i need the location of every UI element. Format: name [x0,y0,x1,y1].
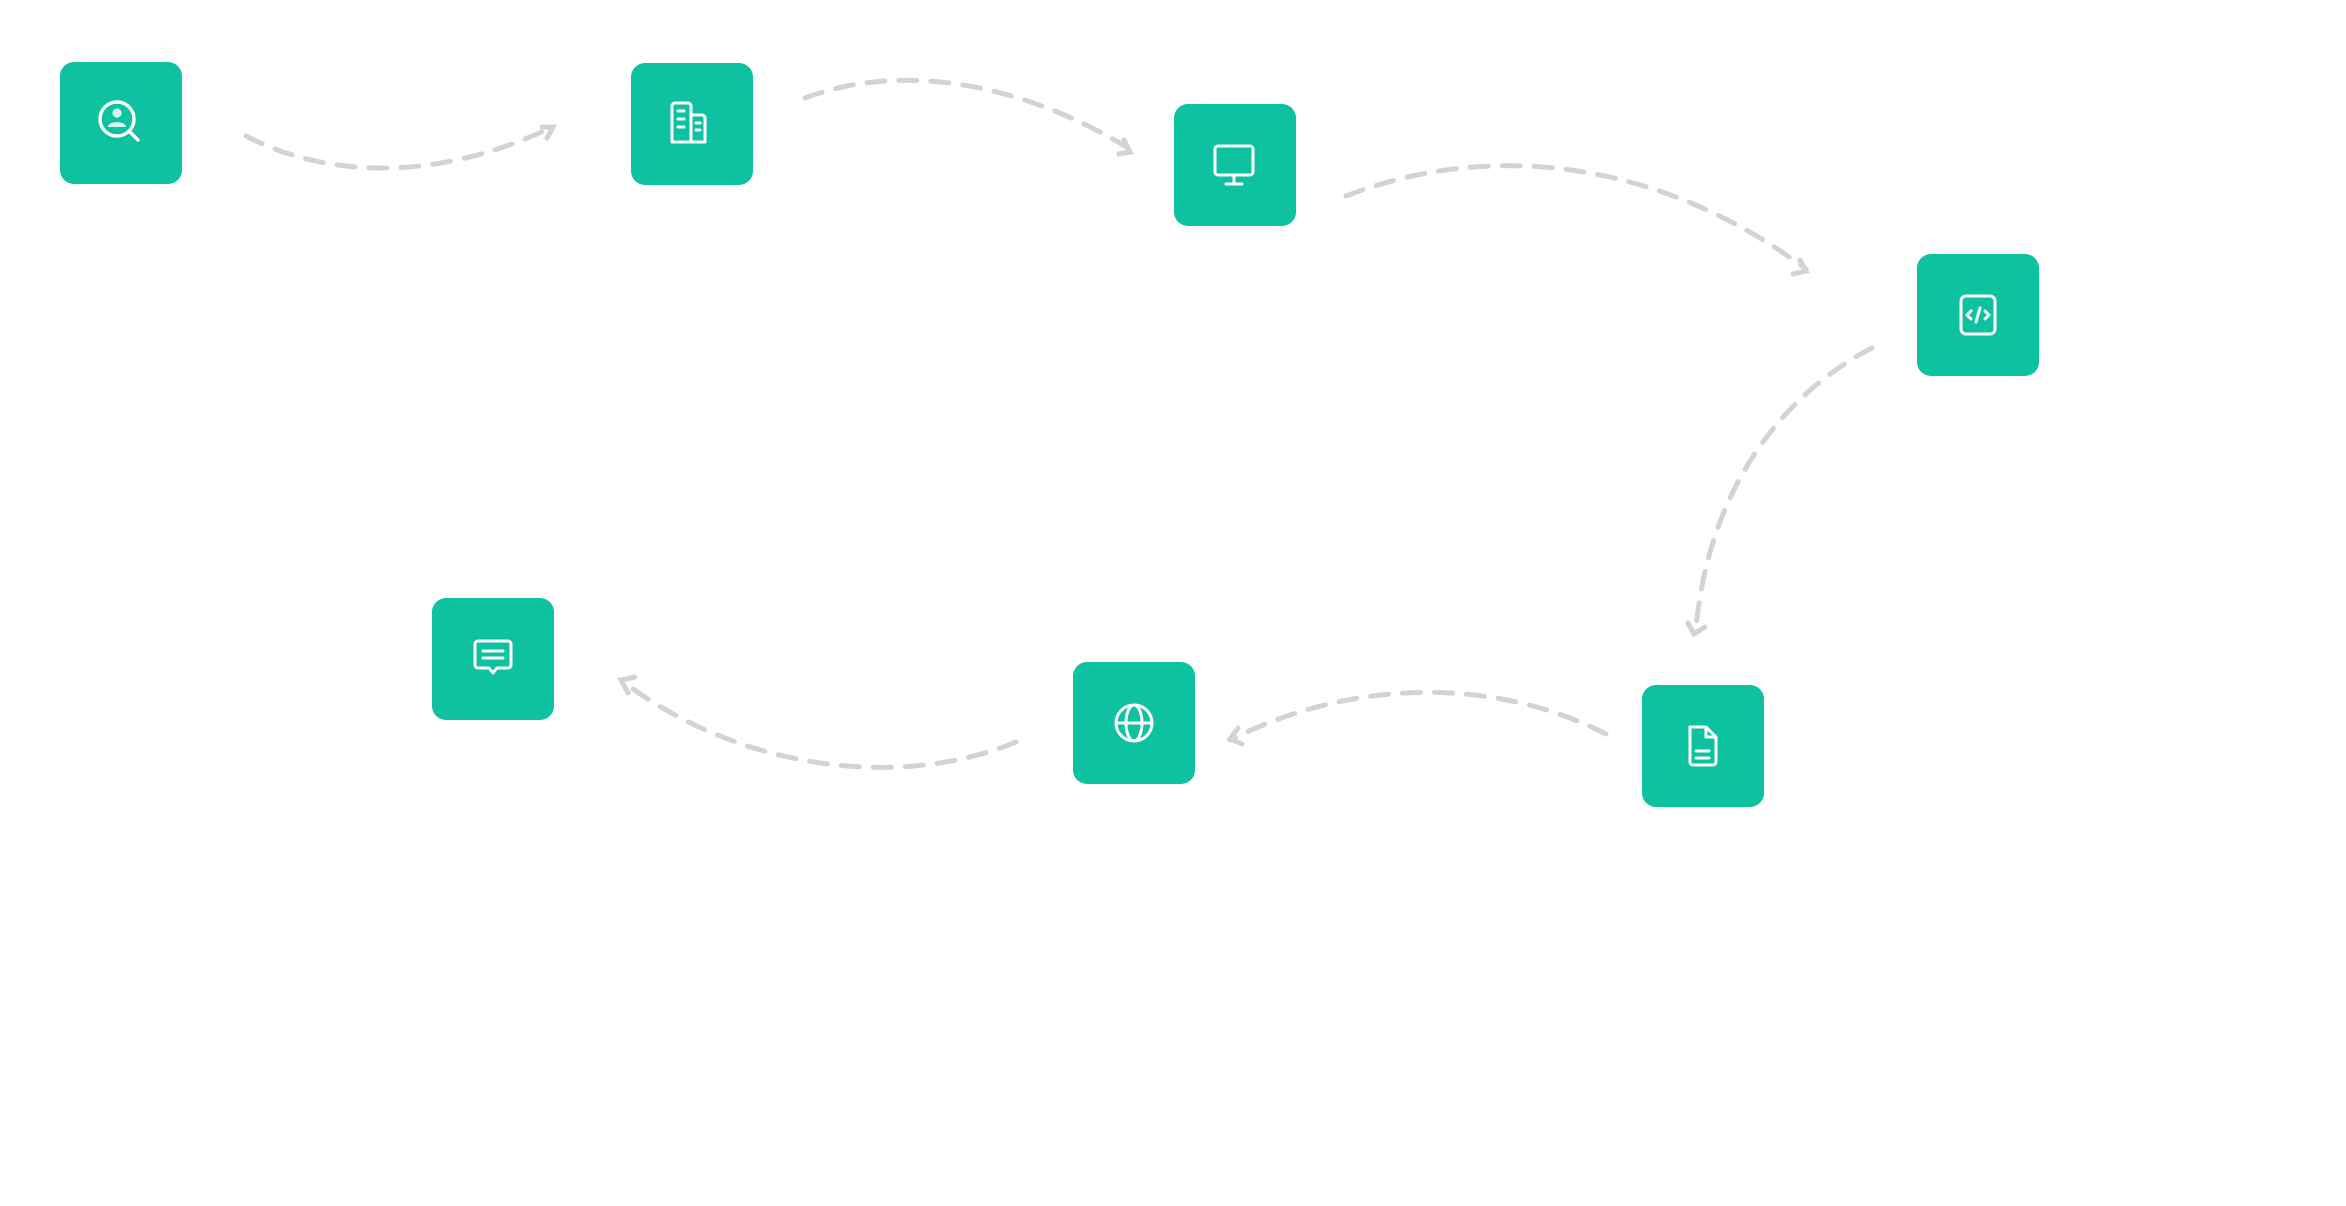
globe-icon [1114,703,1154,743]
chat-icon [473,639,513,675]
connector-search-to-building [243,125,553,171]
node-chat[interactable] [432,598,554,720]
node-globe[interactable] [1073,662,1195,784]
node-buildings[interactable] [631,63,753,185]
buildings-icon [670,101,707,144]
arrowhead-globe [1226,725,1245,747]
arrowhead-monitor [1116,137,1134,157]
code-icon [1959,294,1997,336]
connector-document-to-globe [1227,689,1609,743]
document-icon [1688,725,1718,767]
node-person-search[interactable] [60,62,182,184]
node-monitor[interactable] [1174,104,1296,226]
person-search-icon [98,100,140,142]
node-document[interactable] [1642,685,1764,807]
monitor-icon [1213,144,1255,186]
arrowhead-building [539,124,558,141]
arrowhead-chat [617,674,638,696]
arrowhead-code [1790,257,1810,277]
node-code[interactable] [1917,254,2039,376]
arrowhead-document [1685,620,1708,638]
connector-monitor-to-code [1343,163,1809,272]
connector-code-to-document [1693,345,1875,631]
connector-globe-to-chat [619,678,1019,770]
connector-building-to-monitor [802,77,1131,151]
